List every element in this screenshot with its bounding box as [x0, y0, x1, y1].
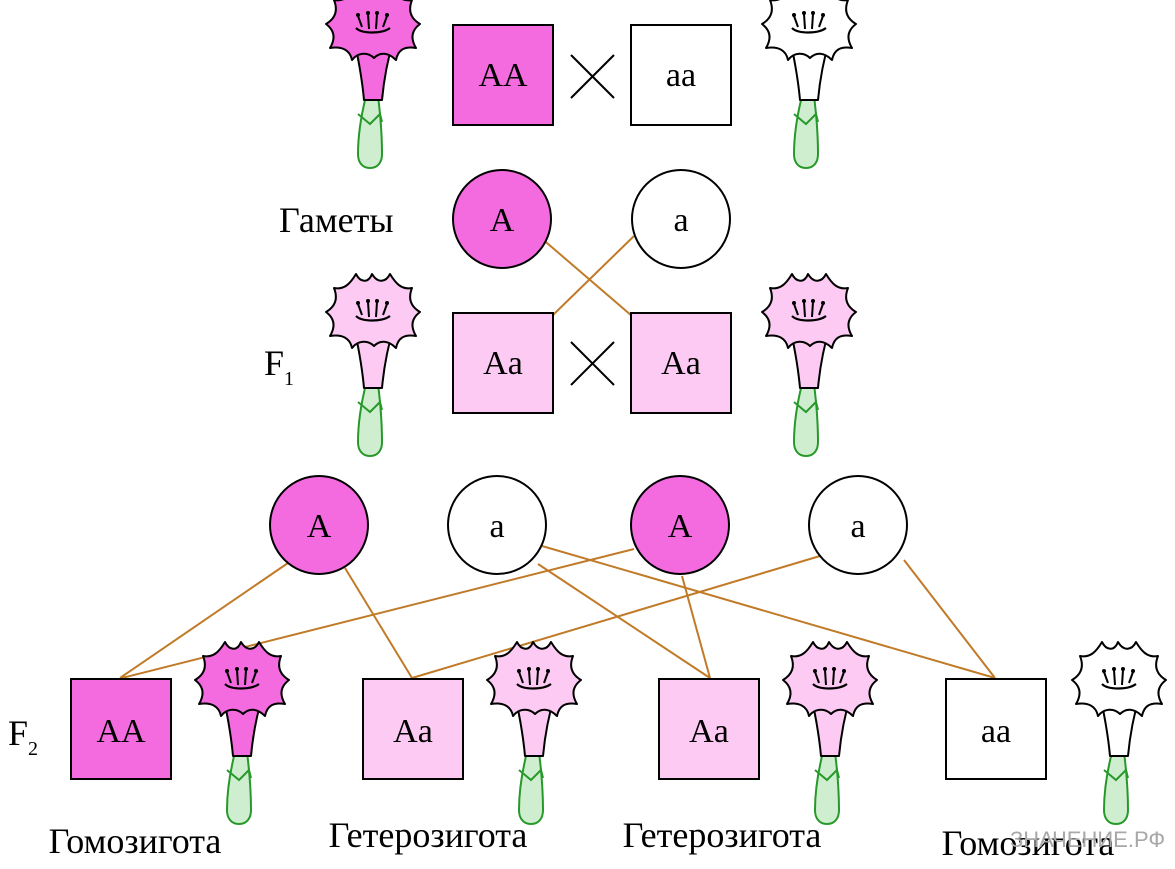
- f2-offspring-4-genotype: aa: [981, 713, 1011, 750]
- f2-label: F2: [8, 713, 38, 760]
- f2-offspring-1-box: [70, 678, 172, 780]
- f2-offspring-3-flower: [782, 641, 878, 826]
- f2-offspring-4-box: [945, 678, 1047, 780]
- gamete-links: [119, 235, 996, 679]
- parent-cross-icon: [570, 54, 615, 99]
- link-f1g1-to-f2-1: [119, 562, 289, 679]
- gametes-label: Гаметы: [279, 200, 394, 240]
- f2-offspring-3-box: [658, 678, 760, 780]
- f1-left-flower: [325, 273, 421, 458]
- f1-gamete-4: [808, 475, 908, 575]
- f1-right-flower: [761, 273, 857, 458]
- f1-gamete-2: [447, 475, 547, 575]
- gamete-recessive-allele: a: [673, 202, 688, 239]
- f2-offspring-2-caption: Гетерозигота: [329, 815, 528, 855]
- f2-offspring-2-flower: [486, 641, 582, 826]
- link-f1g2-to-f2-3: [537, 563, 711, 679]
- f1-gamete-3-allele: A: [668, 508, 693, 545]
- f2-offspring-4-caption: Гомозигота: [942, 823, 1115, 863]
- parent-left-genotype-box: [452, 24, 554, 126]
- f2-offspring-1-caption: Гомозигота: [49, 821, 222, 861]
- f1-right-genotype-box: [630, 312, 732, 414]
- link-f1g4-to-f2-2: [411, 555, 821, 679]
- watermark: ЗНАЧЕНИЕ.РФ: [1010, 827, 1165, 852]
- parent-right-flower: [761, 0, 857, 170]
- f2-offspring-2-genotype: Aa: [393, 713, 433, 750]
- parent-left-flower: [325, 0, 421, 170]
- f1-label: F1: [264, 343, 294, 390]
- f1-gamete-3: [630, 475, 730, 575]
- f1-gamete-4-allele: a: [850, 508, 865, 545]
- f2-offspring-2-box: [362, 678, 464, 780]
- parent-right-genotype: aa: [666, 57, 696, 94]
- link-gamete-a-to-f1-left: [551, 235, 635, 317]
- link-f1g3-to-f2-3: [681, 575, 711, 679]
- f1-left-genotype: Aa: [483, 345, 523, 382]
- f1-left-genotype-box: [452, 312, 554, 414]
- gamete-dominant: [452, 169, 552, 269]
- f1-gamete-2-allele: a: [489, 508, 504, 545]
- link-gamete-A-to-f1-right: [539, 236, 633, 317]
- f2-offspring-1-flower: [194, 641, 290, 826]
- parent-right-genotype-box: [630, 24, 732, 126]
- f2-offspring-4-flower: [1071, 641, 1167, 826]
- gamete-recessive: [631, 169, 731, 269]
- f1-gamete-1-allele: A: [307, 508, 332, 545]
- parent-left-genotype: AA: [478, 57, 528, 94]
- f1-gamete-1: [269, 475, 369, 575]
- f2-offspring-1-genotype: AA: [96, 713, 146, 750]
- link-f1g1-to-f2-2: [344, 567, 413, 679]
- f1-right-genotype: Aa: [661, 345, 701, 382]
- f1-cross-icon: [570, 341, 615, 386]
- link-f1g4-to-f2-4: [903, 559, 996, 679]
- link-f1g2-to-f2-4: [541, 545, 996, 679]
- f2-offspring-3-genotype: Aa: [689, 713, 729, 750]
- f2-offspring-3-caption: Гетерозигота: [623, 815, 822, 855]
- gamete-dominant-allele: A: [490, 202, 515, 239]
